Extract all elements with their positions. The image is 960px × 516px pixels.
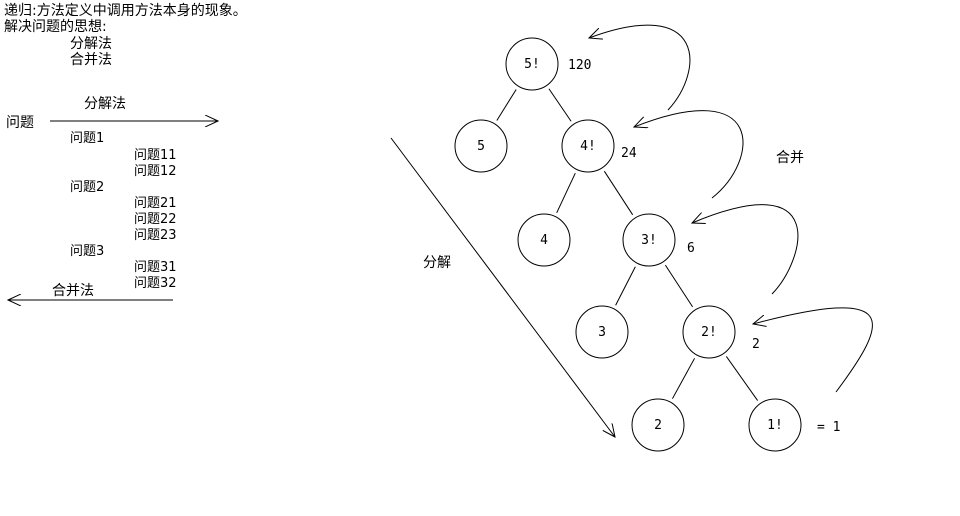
- tree-node-circle: [631, 398, 685, 452]
- merge-curve-arrow: [692, 204, 799, 295]
- tree-node-label: 1!: [767, 418, 783, 433]
- tree-node-value: = 1: [817, 420, 840, 435]
- outline-item-6: 问题22: [134, 212, 177, 227]
- outline-item-10: 问题32: [134, 276, 177, 291]
- tree-edge: [496, 89, 517, 121]
- tree-edge: [725, 356, 759, 401]
- outline-item-1: 问题1: [70, 131, 105, 146]
- outline-item-9: 问题31: [134, 260, 177, 275]
- outline-item-8: 问题3: [70, 244, 105, 259]
- tree-edge: [615, 266, 636, 306]
- outline-item-7: 问题23: [134, 228, 177, 243]
- decompose-diagonal-arrow: [390, 137, 615, 437]
- tree-node-circle: [622, 213, 676, 267]
- tree-node-circle: [517, 213, 571, 267]
- tree-node-label: 2!: [701, 325, 717, 340]
- outline-item-3: 问题12: [134, 164, 177, 179]
- tree-node-label: 3: [598, 325, 606, 340]
- approach-text: 解决问题的思想:: [4, 19, 107, 35]
- tree-node-circle: [505, 37, 559, 91]
- tree-node-circle: [575, 305, 629, 359]
- tree-node-label: 4: [540, 233, 548, 248]
- method-decompose-text: 分解法: [70, 36, 112, 52]
- tree-node-label: 3!: [641, 233, 657, 248]
- tree-node-value: 24: [621, 146, 637, 161]
- decompose-arrow-label: 分解法: [84, 96, 126, 112]
- definition-text: 递归:方法定义中调用方法本身的现象。: [4, 3, 247, 19]
- tree-node-value: 2: [752, 337, 760, 352]
- outline-item-5: 问题21: [134, 196, 177, 211]
- tree-node-value: 120: [568, 58, 591, 73]
- tree-edge: [556, 172, 576, 214]
- tree-node-label: 4!: [580, 139, 596, 154]
- tree-node-circle: [682, 305, 736, 359]
- method-merge-text: 合并法: [70, 52, 112, 68]
- tree-edge: [548, 88, 572, 122]
- problem-label: 问题: [6, 115, 34, 131]
- tree-node-circle: [561, 119, 615, 173]
- tree-node-value: 6: [687, 241, 695, 256]
- merge-curve-arrow: [589, 24, 691, 111]
- merge-arrow-label: 合并法: [52, 283, 94, 299]
- tree-edge: [664, 264, 694, 308]
- tree-node-label: 5: [477, 139, 485, 154]
- outline-item-4: 问题2: [70, 180, 105, 195]
- tree-node-circle: [454, 119, 508, 173]
- decompose-tree-label: 分解: [423, 255, 451, 271]
- merge-curve-arrow: [753, 307, 873, 393]
- tree-node-label: 2: [654, 418, 662, 433]
- tree-edge: [603, 170, 634, 216]
- merge-tree-label: 合并: [776, 150, 804, 166]
- tree-node-circle: [748, 398, 802, 452]
- tree-edge: [671, 358, 696, 399]
- tree-node-label: 5!: [524, 57, 540, 72]
- merge-curve-arrow: [634, 110, 744, 199]
- outline-item-2: 问题11: [134, 148, 177, 163]
